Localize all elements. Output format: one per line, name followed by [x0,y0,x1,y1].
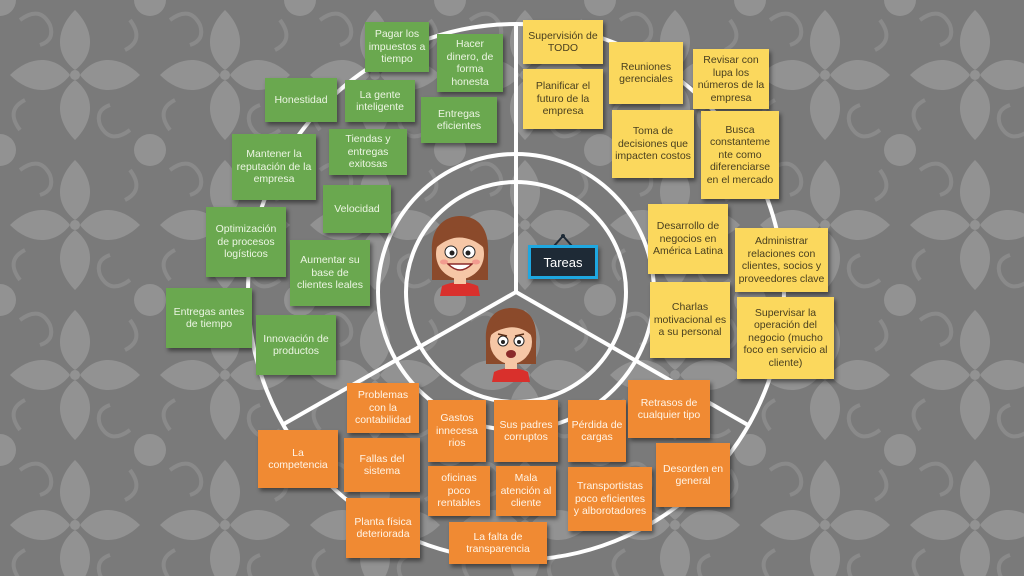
note-yellow: Revisar con lupa los números de la empre… [693,49,769,109]
note-text: Supervisión de TODO [528,29,598,55]
note-orange: Retrasos de cualquier tipo [628,380,710,438]
note-text: Problemas con la contabilidad [354,389,412,427]
note-text: Entregas antes de tiempo [173,305,245,331]
note-text: Administrar relaciones con clientes, soc… [738,235,825,285]
note-yellow: Supervisar la operación del negocio (muc… [737,297,834,379]
note-yellow: Administrar relaciones con clientes, soc… [735,228,828,292]
note-orange: Gastos innecesa rios [428,400,486,462]
note-yellow: Supervisión de TODO [523,20,603,64]
note-text: Retrasos de cualquier tipo [637,396,701,422]
tareas-label: Tareas [543,254,583,270]
note-yellow: Toma de decisiones que impacten costos [612,110,694,178]
note-text: Reuniones gerenciales [619,60,673,86]
note-text: La falta de transparencia [466,530,530,556]
note-orange: La competencia [258,430,338,488]
note-text: Optimización de procesos logísticos [215,223,277,261]
note-text: oficinas poco rentables [437,472,481,510]
note-text: Honestidad [274,93,328,106]
note-text: La gente inteligente [356,88,404,114]
note-orange: La falta de transparencia [449,522,547,564]
note-green: La gente inteligente [345,80,415,122]
note-orange: Transportistas poco eficientes y alborot… [568,467,652,531]
worried-face-icon [485,308,537,382]
note-orange: Fallas del sistema [344,438,420,492]
note-orange: Pérdida de cargas [568,400,626,462]
note-orange: Desorden en general [656,443,730,507]
note-green: Entregas eficientes [421,97,497,143]
note-orange: Planta física deteriorada [346,498,420,558]
note-orange: Mala atención al cliente [496,466,556,516]
note-text: Transportistas poco eficientes y alborot… [573,480,647,518]
note-text: Innovación de productos [263,332,329,358]
sign-hanger-icon [553,234,573,247]
note-green: Mantener la reputación de la empresa [232,134,316,200]
note-yellow: Reuniones gerenciales [609,42,683,104]
note-green: Innovación de productos [256,315,336,375]
note-text: Mala atención al cliente [500,472,552,510]
note-text: Pérdida de cargas [571,418,623,444]
note-text: Entregas eficientes [436,107,482,133]
note-text: Mantener la reputación de la empresa [236,148,312,186]
note-orange: Sus padres corruptos [494,400,558,462]
note-text: Hacer dinero, de forma honesta [446,38,494,88]
note-orange: oficinas poco rentables [428,466,490,516]
note-text: Busca constanteme nte como diferenciarse… [706,123,774,186]
happy-face-icon [431,216,489,296]
note-yellow: Planificar el futuro de la empresa [523,69,603,129]
note-text: Planta física deteriorada [354,515,412,541]
note-text: Revisar con lupa los números de la empre… [697,54,765,104]
note-yellow: Desarrollo de negocios en América Latina [648,204,728,274]
note-text: Charlas motivacional es a su personal [653,301,727,339]
note-text: Supervisar la operación del negocio (muc… [743,306,828,369]
note-text: Planificar el futuro de la empresa [535,80,591,118]
note-text: Velocidad [334,202,380,215]
note-text: Aumentar su base de clientes leales [297,254,363,292]
note-text: Desarrollo de negocios en América Latina [652,220,724,258]
note-text: Pagar los impuestos a tiempo [368,28,426,66]
note-text: Gastos innecesa rios [435,412,479,450]
divider-left [281,290,517,427]
note-green: Tiendas y entregas exitosas [329,129,407,175]
note-orange: Problemas con la contabilidad [347,383,419,433]
note-text: La competencia [268,446,328,472]
note-green: Pagar los impuestos a tiempo [365,22,429,72]
note-green: Entregas antes de tiempo [166,288,252,348]
tareas-sign: Tareas [528,245,598,279]
note-yellow: Charlas motivacional es a su personal [650,282,730,358]
note-text: Desorden en general [662,462,724,488]
note-green: Aumentar su base de clientes leales [290,240,370,306]
note-text: Tiendas y entregas exitosas [345,133,391,171]
note-text: Toma de decisiones que impacten costos [615,125,691,163]
note-text: Fallas del sistema [359,452,405,478]
note-green: Hacer dinero, de forma honesta [437,34,503,92]
note-green: Velocidad [323,185,391,233]
note-text: Sus padres corruptos [499,418,553,444]
note-green: Honestidad [265,78,337,122]
note-green: Optimización de procesos logísticos [206,207,286,277]
note-yellow: Busca constanteme nte como diferenciarse… [701,111,779,199]
